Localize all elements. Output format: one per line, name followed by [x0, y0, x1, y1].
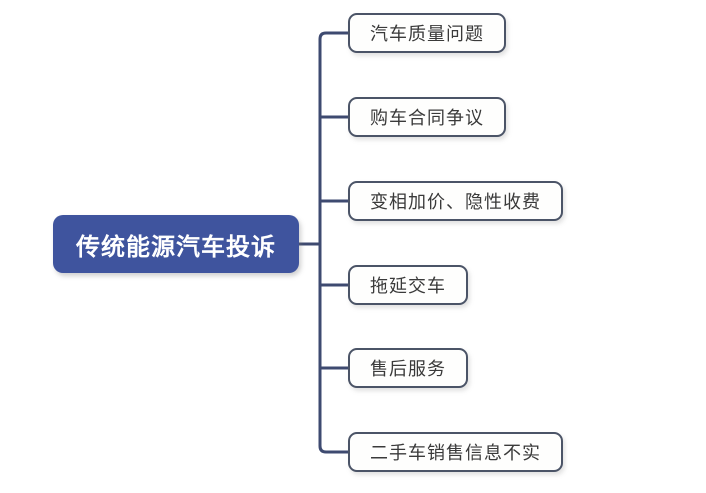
child-node-label: 拖延交车 [370, 276, 446, 296]
child-node-label: 变相加价、隐性收费 [370, 192, 541, 212]
child-node-label: 售后服务 [370, 359, 446, 379]
child-node-label: 汽车质量问题 [370, 24, 484, 44]
child-node-quality: 汽车质量问题 [348, 13, 506, 53]
child-node-hidden-fees: 变相加价、隐性收费 [348, 181, 563, 221]
child-node-aftersales: 售后服务 [348, 348, 468, 388]
child-node-delayed-delivery: 拖延交车 [348, 265, 468, 305]
root-node: 传统能源汽车投诉 [53, 215, 299, 273]
child-node-label: 二手车销售信息不实 [370, 443, 541, 463]
child-node-contract: 购车合同争议 [348, 97, 506, 137]
trunk-line [318, 31, 348, 454]
child-node-label: 购车合同争议 [370, 108, 484, 128]
root-node-label: 传统能源汽车投诉 [76, 233, 276, 261]
child-node-usedcar-info: 二手车销售信息不实 [348, 432, 563, 472]
